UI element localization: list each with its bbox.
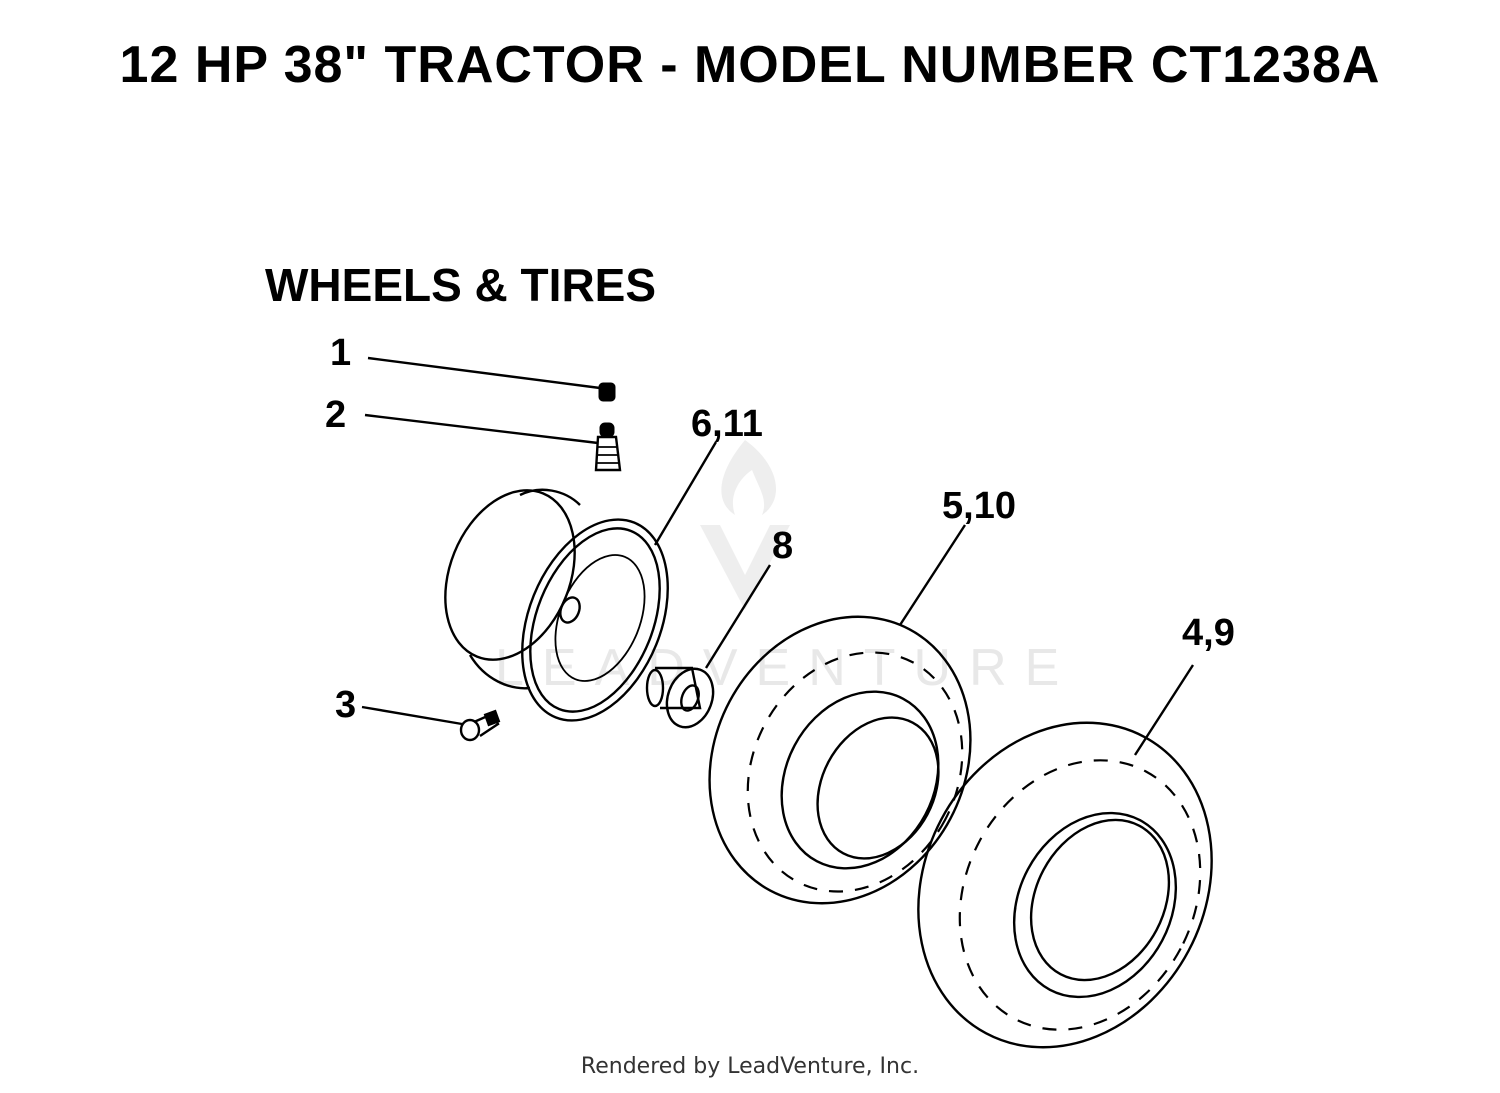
bushing-part[interactable] xyxy=(645,662,721,733)
page-title: 12 HP 38" TRACTOR - MODEL NUMBER CT1238A xyxy=(119,36,1381,94)
leader-line-5-10 xyxy=(898,524,967,626)
leader-line-4-9 xyxy=(1133,664,1195,756)
leader-line-6-11 xyxy=(653,441,718,546)
bolt-part[interactable] xyxy=(459,709,501,742)
wheel-rim-part[interactable] xyxy=(421,471,695,742)
leader-line-1 xyxy=(367,356,601,390)
watermark: LEADVENTURE xyxy=(495,440,1077,697)
callout-1: 1 xyxy=(330,332,351,374)
footer-credit: Rendered by LeadVenture, Inc. xyxy=(580,1054,920,1079)
callout-4-9: 4,9 xyxy=(1182,612,1235,654)
section-title: WHEELS & TIRES xyxy=(265,259,657,311)
callout-2: 2 xyxy=(325,394,346,436)
flame-logo-icon xyxy=(700,440,790,610)
callout-8: 8 xyxy=(772,525,793,567)
watermark-text: LEADVENTURE xyxy=(495,639,1077,697)
valve-cap-part[interactable] xyxy=(598,382,616,402)
leader-line-3 xyxy=(361,705,463,726)
front-tire-part[interactable] xyxy=(660,571,1020,950)
callout-3: 3 xyxy=(335,684,356,726)
leader-line-8 xyxy=(704,564,772,669)
rear-tire-part[interactable] xyxy=(863,671,1268,1093)
callout-6-11: 6,11 xyxy=(691,403,763,445)
leader-line-2 xyxy=(364,413,599,445)
valve-stem-part[interactable] xyxy=(594,422,622,472)
callout-5-10: 5,10 xyxy=(942,485,1016,527)
